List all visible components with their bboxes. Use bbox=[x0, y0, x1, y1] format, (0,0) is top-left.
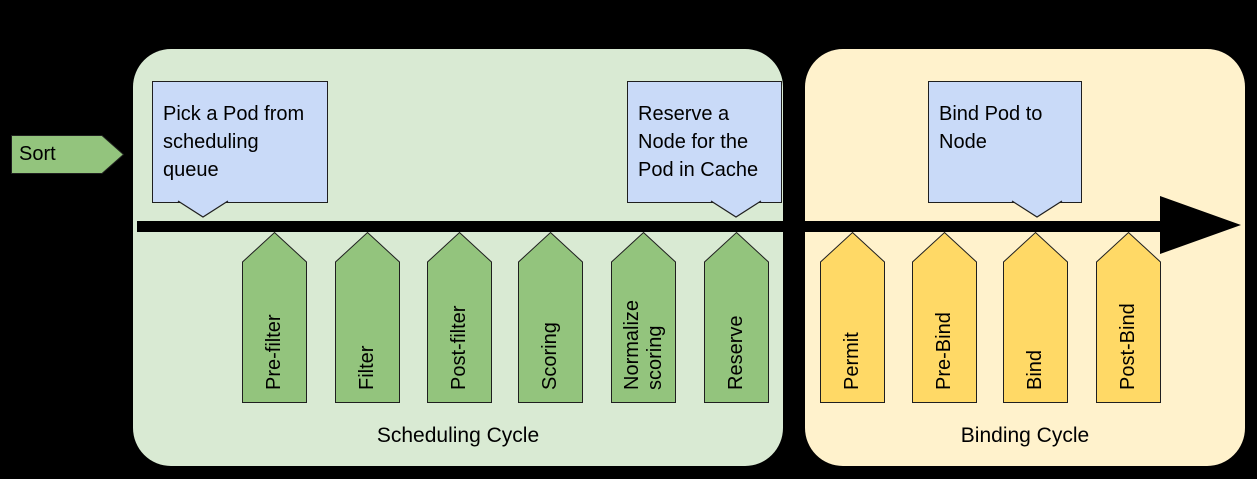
callout-reserve-node-tail bbox=[710, 200, 762, 218]
stage-bind: Bind bbox=[1003, 231, 1068, 403]
scheduling-cycle-title: Scheduling Cycle bbox=[376, 424, 540, 447]
sort-extension-arrow: Sort bbox=[11, 135, 124, 174]
stage-post-filter-label: Post-filter bbox=[448, 305, 470, 390]
stage-pre-filter: Pre-filter bbox=[242, 231, 307, 403]
stage-scoring: Scoring bbox=[518, 231, 583, 403]
stage-pre-bind-label: Pre-Bind bbox=[933, 312, 955, 390]
sort-arrow-shape bbox=[11, 135, 124, 174]
stage-pre-filter-label: Pre-filter bbox=[263, 314, 285, 390]
callout-reserve-node: Reserve a Node for the Pod in Cache bbox=[627, 81, 782, 203]
stage-normalize-scoring: Normalize scoring bbox=[611, 231, 676, 403]
stage-pre-bind: Pre-Bind bbox=[912, 231, 977, 403]
stage-post-filter: Post-filter bbox=[427, 231, 492, 403]
callout-bind-pod-tail bbox=[1011, 200, 1063, 218]
stage-reserve-label: Reserve bbox=[725, 315, 747, 390]
stage-bind-label: Bind bbox=[1024, 349, 1046, 390]
stage-filter: Filter bbox=[335, 231, 400, 403]
stage-filter-label: Filter bbox=[356, 345, 378, 390]
stage-normalize-scoring-label: Normalize scoring bbox=[620, 299, 666, 390]
binding-cycle-title: Binding Cycle bbox=[960, 424, 1090, 447]
callout-pick-pod-tail bbox=[177, 200, 229, 218]
stage-permit-label: Permit bbox=[841, 332, 863, 390]
callout-bind-pod: Bind Pod to Node bbox=[928, 81, 1082, 203]
stage-scoring-label: Scoring bbox=[539, 322, 561, 390]
callout-pick-pod: Pick a Pod from scheduling queue bbox=[152, 81, 328, 203]
sort-label: Sort bbox=[19, 143, 56, 165]
stage-post-bind: Post-Bind bbox=[1096, 231, 1161, 403]
stage-permit: Permit bbox=[820, 231, 885, 403]
stage-post-bind-label: Post-Bind bbox=[1117, 303, 1139, 390]
stage-reserve: Reserve bbox=[704, 231, 769, 403]
